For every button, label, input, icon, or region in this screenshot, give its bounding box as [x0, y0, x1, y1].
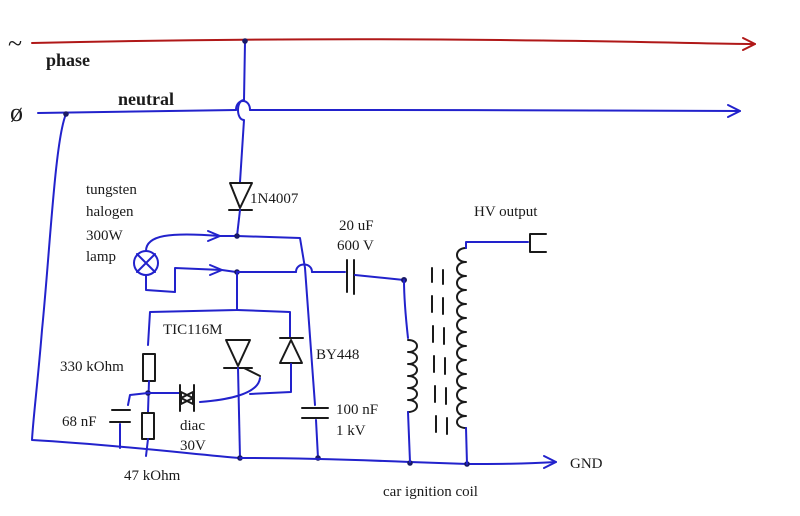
resistor-lower-label: 47 kOhm [124, 468, 181, 484]
resistor-upper-label: 330 kOhm [60, 359, 124, 375]
phase-label: phase [46, 50, 90, 70]
bus-crossover [295, 263, 313, 273]
phase-symbol: ~ [8, 29, 22, 58]
ignition-coil [403, 233, 547, 465]
phase-line [31, 37, 756, 51]
thyristor-label: TIC116M [163, 322, 222, 338]
diac-label-line2: 30V [180, 438, 206, 454]
trigger-capacitor-label: 68 nF [62, 414, 97, 430]
main-capacitor [311, 259, 407, 295]
neutral-label: neutral [118, 89, 174, 109]
ground-label: GND [570, 456, 603, 472]
snubber-wire [304, 267, 316, 406]
lamp-label-line1: tungsten [86, 182, 137, 198]
thyristor-block [147, 271, 304, 461]
rectifier-branch [228, 38, 253, 237]
hv-output-label: HV output [474, 204, 538, 220]
return-wire [31, 113, 241, 459]
lamp-symbol [133, 230, 238, 293]
snubber-capacitor-label-line2: 1 kV [336, 423, 366, 439]
lamp-label-line4: lamp [86, 249, 116, 265]
diac-label-line1: diac [180, 418, 205, 434]
trigger-network [109, 353, 195, 457]
fast-diode-label: BY448 [316, 347, 359, 363]
lamp-label-line2: halogen [86, 204, 134, 220]
ground-rail [239, 457, 557, 465]
snubber-capacitor [301, 407, 329, 461]
ignition-coil-label: car ignition coil [383, 484, 478, 500]
neutral-symbol: ø [10, 98, 23, 127]
rectifier-diode-label: 1N4007 [250, 191, 299, 207]
upper-bus [236, 235, 306, 269]
lamp-label-line3: 300W [86, 228, 124, 244]
main-capacitor-label-line2: 600 V [337, 238, 374, 254]
snubber-capacitor-label-line1: 100 nF [336, 402, 378, 418]
main-capacitor-label-line1: 20 uF [339, 218, 374, 234]
